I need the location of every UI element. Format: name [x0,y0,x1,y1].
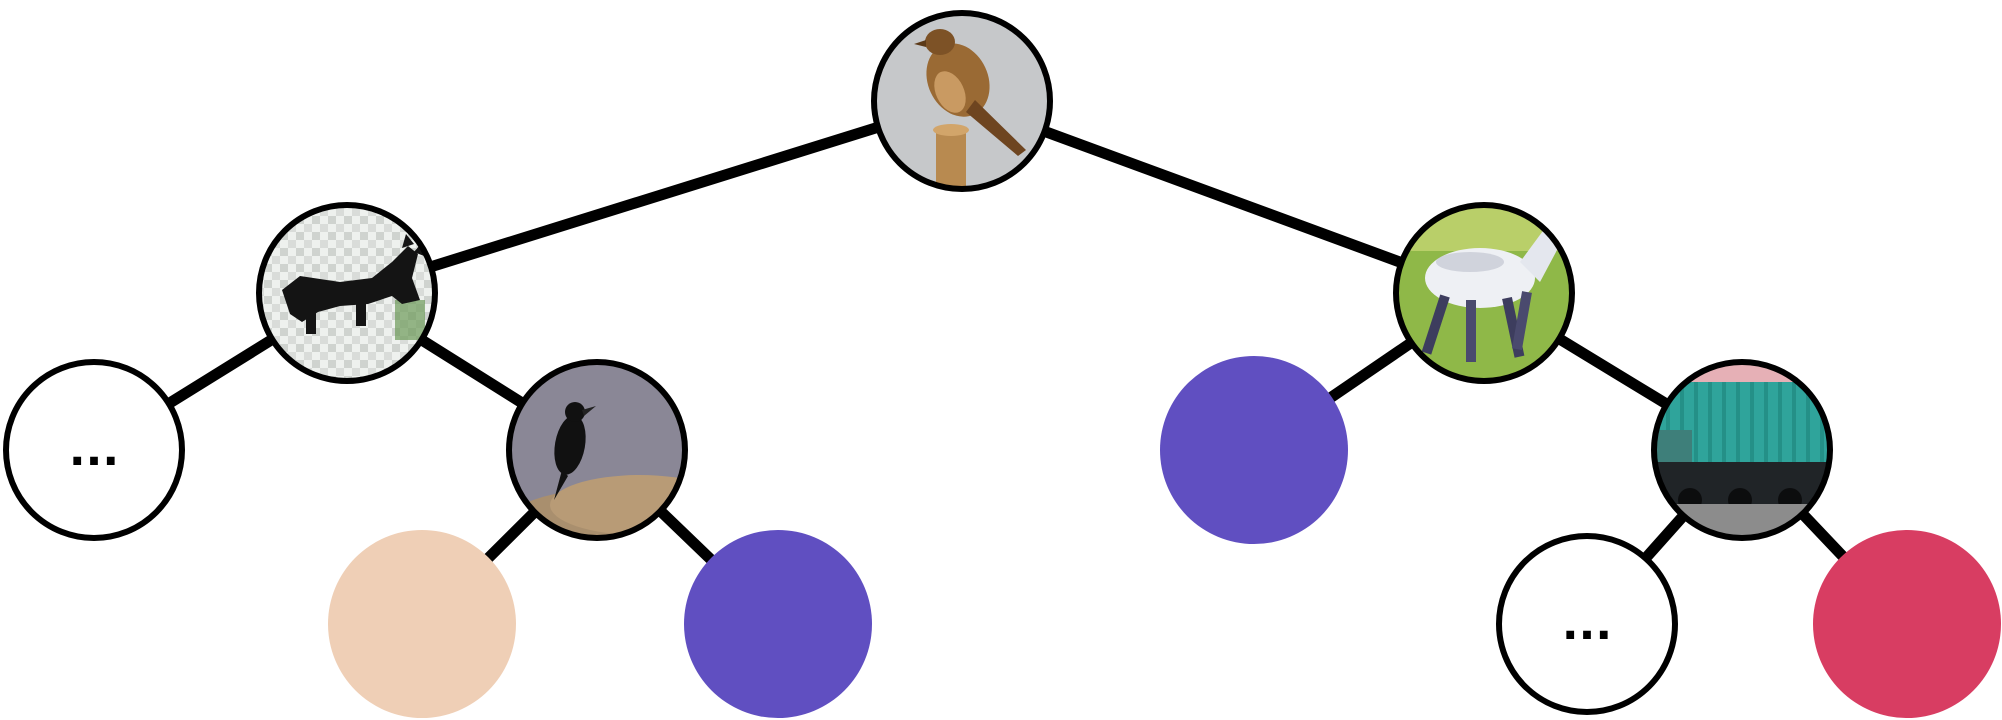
horse-image-icon [1396,205,1572,381]
leaf-node-purple [684,530,872,718]
leaf-node-peach [328,530,516,718]
edge-root-left [341,95,968,299]
node-left [256,202,438,384]
node-left-right [506,359,688,541]
node-right [1393,202,1575,384]
edge-root-right [956,95,1490,299]
bird-image-icon [874,13,1050,189]
leaf-node-red [1813,530,2001,718]
node-left-left-ellipsis: ... [3,359,185,541]
ellipsis-label: ... [1562,599,1612,650]
node-right-right-left-ellipsis: ... [1496,533,1678,715]
node-root [871,10,1053,192]
ellipsis-label: ... [69,425,119,476]
node-right-right [1651,359,1833,541]
leaf-node-purple [1160,356,1348,544]
cat-image-icon [259,205,435,381]
